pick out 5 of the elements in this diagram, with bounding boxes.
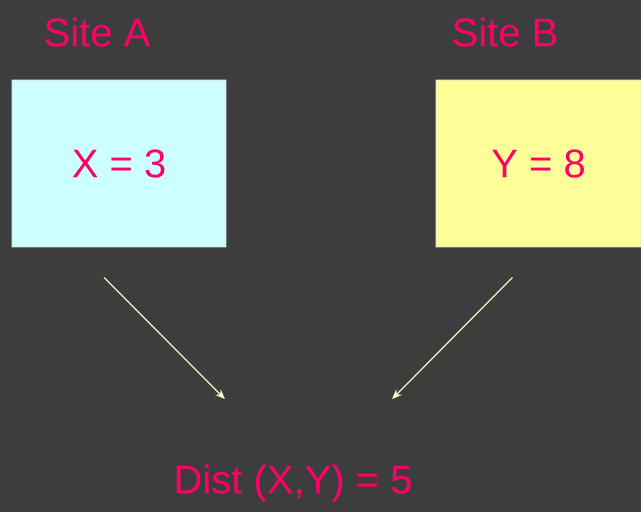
site-heading: Site A [45,17,150,47]
value-box: Y = 8 [436,80,641,248]
site-heading: Site B [453,17,556,47]
distance-label: Dist (X,Y) = 5 [176,464,411,502]
value-box: X = 3 [12,80,226,248]
